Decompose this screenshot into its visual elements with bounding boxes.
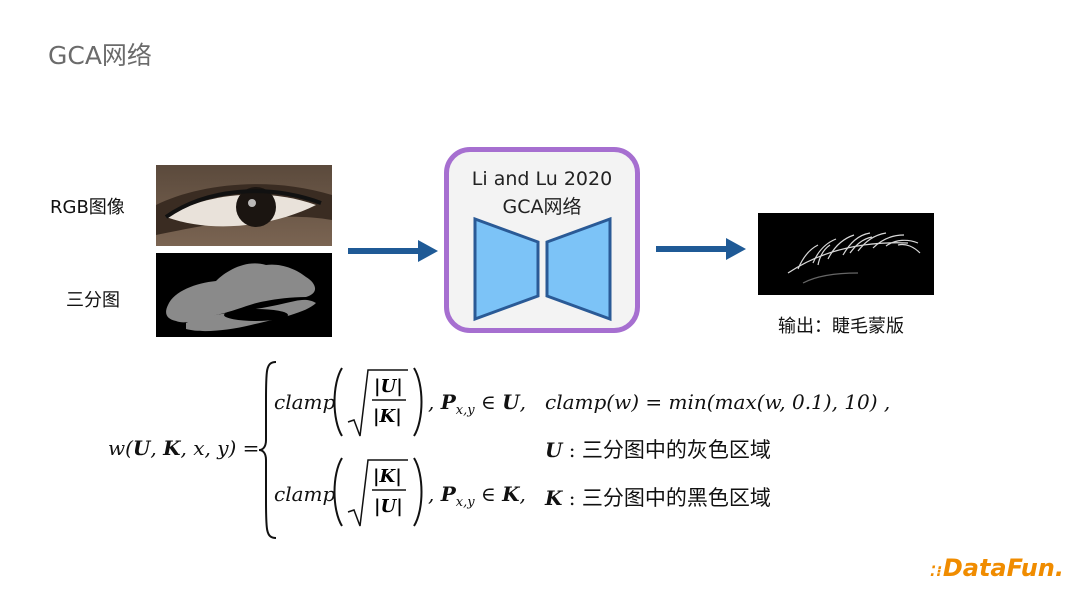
encoder-decoder-icon <box>473 216 612 322</box>
network-name: GCA网络 <box>502 196 582 218</box>
input-arrow <box>348 240 438 262</box>
k-definition-text: 三分图中的黑色区域 <box>581 486 771 510</box>
cases-brace <box>258 361 277 539</box>
trimap-image <box>156 253 332 337</box>
logo-dots-icon: ⁚⁝ <box>930 564 943 580</box>
case1-clamp: clamp <box>274 390 336 414</box>
encoder-trapezoid <box>473 216 540 322</box>
output-label: 输出：睫毛蒙版 <box>778 316 904 337</box>
network-citation: Li and Lu 2020 <box>471 168 613 190</box>
case1-condition: , Px,y ∈ U, <box>428 390 526 418</box>
k-definition: K : 三分图中的黑色区域 <box>545 486 771 510</box>
logo-text: DataFun. <box>942 554 1064 582</box>
svg-text:|K|: |K| <box>373 406 402 427</box>
case1-sqrt-fraction: |U| |K| <box>333 367 423 437</box>
svg-text:|K|: |K| <box>373 466 402 487</box>
u-definition: U : 三分图中的灰色区域 <box>545 438 771 462</box>
datafun-logo: ⁚⁝DataFun. <box>930 554 1064 582</box>
u-definition-text: 三分图中的灰色区域 <box>581 438 771 462</box>
case2-sqrt-fraction: |K| |U| <box>333 457 423 527</box>
case2-condition: , Px,y ∈ K, <box>428 482 526 510</box>
clamp-definition: clamp(w) = min(max(w, 0.1), 10) , <box>545 390 891 414</box>
rgb-image-label: RGB图像 <box>50 197 125 218</box>
trimap-label: 三分图 <box>66 290 120 311</box>
slide-title: GCA网络 <box>48 41 152 70</box>
svg-text:|U|: |U| <box>374 376 403 397</box>
rgb-eye-image <box>156 165 332 246</box>
formula-lhs: w(U, K, x, y) = <box>108 436 260 460</box>
decoder-trapezoid <box>545 216 612 322</box>
svg-text:|U|: |U| <box>374 496 403 517</box>
output-arrow <box>656 238 746 260</box>
case2-clamp: clamp <box>274 482 336 506</box>
eyelash-matte-image <box>758 213 934 295</box>
